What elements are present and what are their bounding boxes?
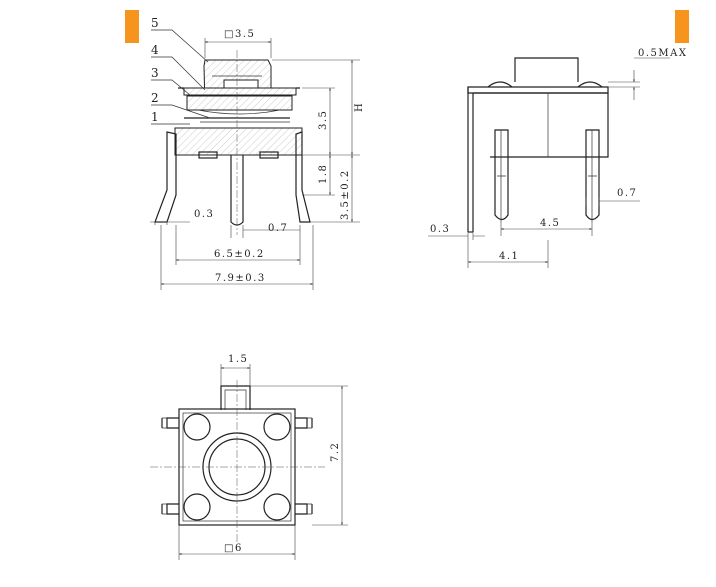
dim-tab-width: 1.5 — [228, 354, 248, 365]
base-body — [174, 127, 303, 156]
dim-leg-width: 0.7 — [268, 223, 288, 234]
front-view: 0.5MAX 0.7 4.5 0.3 4.1 — [428, 48, 687, 268]
dim-height-18: 1.8 — [318, 164, 329, 184]
dim-pitch: 4.5 — [540, 218, 560, 229]
dim-height-h: H — [354, 102, 365, 112]
accent-marker-right — [675, 10, 689, 43]
cover-plate — [183, 87, 297, 96]
dim-height-35: 3.5 — [318, 110, 329, 130]
dim-offset: 4.1 — [499, 251, 519, 262]
dim-top-height: 7.2 — [330, 442, 341, 462]
callout-2: 2 — [151, 91, 159, 105]
dim-leg-thickness: 0.3 — [194, 209, 214, 220]
callout-4: 4 — [151, 43, 159, 57]
dim-front-leg-width: 0.7 — [617, 188, 637, 199]
callouts: 5 4 3 2 1 — [151, 16, 211, 125]
top-view: 1.5 7.2 □6 — [150, 354, 348, 560]
dim-overall-width: 7.9±0.3 — [215, 273, 266, 284]
dim-top-width: □6 — [224, 543, 243, 554]
dim-leg-height: 3.5±0.2 — [340, 169, 351, 220]
front-pin-left — [494, 129, 509, 221]
dim-front-leg-thickness: 0.3 — [430, 224, 450, 235]
right-lead — [295, 131, 311, 223]
dim-body-width: 6.5±0.2 — [214, 249, 265, 260]
callout-1: 1 — [151, 110, 159, 124]
callout-3: 3 — [151, 66, 159, 80]
side-view: □3.5 H 3.5 1.8 3.5±0.2 0.3 0.7 6.5±0.2 7… — [150, 29, 365, 290]
left-lead — [154, 131, 177, 223]
callout-5: 5 — [151, 16, 159, 30]
dim-top-width: □3.5 — [224, 29, 255, 40]
accent-marker-left — [125, 10, 139, 43]
dome-layer — [186, 95, 293, 111]
front-pin-right — [585, 129, 600, 221]
dim-max-gap: 0.5MAX — [638, 48, 687, 59]
